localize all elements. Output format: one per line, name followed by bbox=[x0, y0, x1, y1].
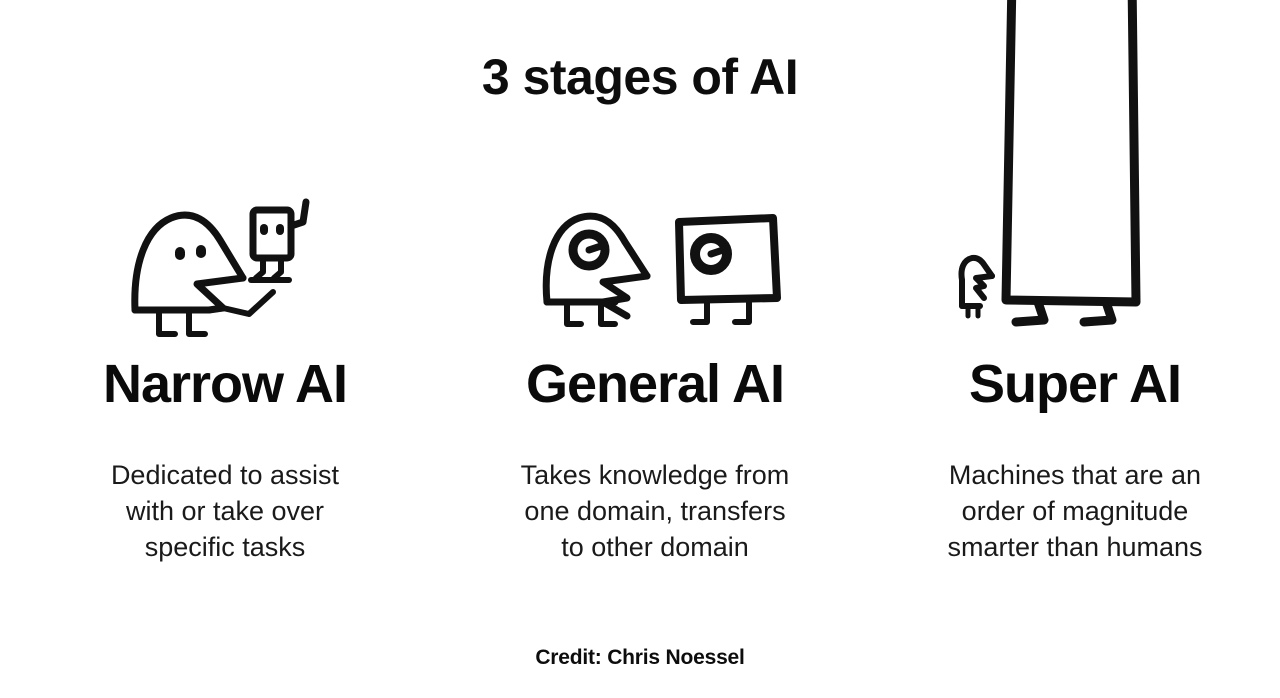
desc-line: order of magnitude bbox=[961, 495, 1189, 526]
human-holding-small-robot-icon bbox=[131, 198, 310, 337]
stage-description-narrow-ai: Dedicated to assist with or take over sp… bbox=[45, 458, 405, 566]
general-ai-illustration bbox=[485, 0, 825, 345]
stage-heading-general-ai: General AI bbox=[525, 354, 785, 414]
desc-line: with or take over bbox=[125, 495, 325, 526]
desc-line: Dedicated to assist bbox=[110, 460, 340, 490]
stage-column-super-ai: Super AI Machines that are an order of m… bbox=[905, 0, 1245, 620]
desc-line: smarter than humans bbox=[947, 531, 1203, 562]
stage-heading-super-ai: Super AI bbox=[968, 354, 1182, 414]
desc-line: to other domain bbox=[561, 531, 749, 562]
stage-description-super-ai: Machines that are an order of magnitude … bbox=[895, 458, 1255, 566]
narrow-ai-illustration bbox=[55, 0, 395, 345]
page-title: 3 stages of AI bbox=[481, 49, 799, 105]
stage-column-general-ai: General AI Takes knowledge from one doma… bbox=[485, 0, 825, 620]
stage-description-general-ai: Takes knowledge from one domain, transfe… bbox=[475, 458, 835, 566]
desc-line: Takes knowledge from bbox=[520, 460, 790, 490]
credit-line: Credit: Chris Noessel bbox=[535, 646, 745, 669]
stage-heading-narrow-ai: Narrow AI bbox=[102, 354, 348, 414]
super-ai-illustration bbox=[905, 0, 1245, 345]
stage-column-narrow-ai: Narrow AI Dedicated to assist with or ta… bbox=[55, 0, 395, 620]
human-facing-square-robot-icon bbox=[542, 212, 781, 327]
desc-line: Machines that are an bbox=[948, 460, 1202, 490]
desc-line: one domain, transfers bbox=[524, 495, 786, 526]
desc-line: specific tasks bbox=[144, 531, 306, 562]
tiny-human-beside-giant-robot-icon bbox=[958, 0, 1141, 327]
